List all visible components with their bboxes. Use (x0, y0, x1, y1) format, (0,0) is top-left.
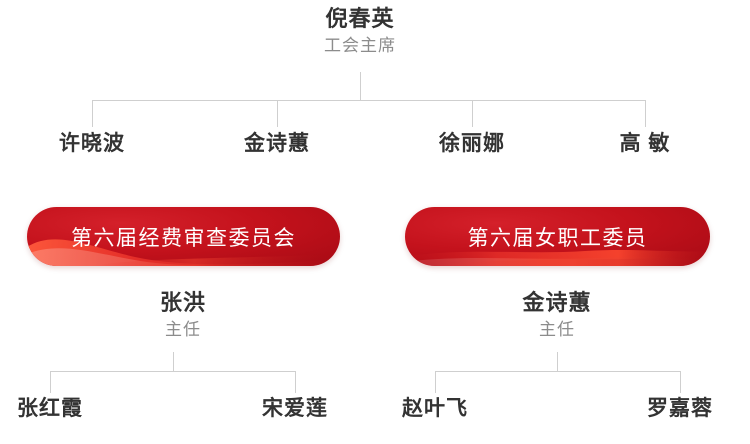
node-chair-finance-name: 张洪 (159, 290, 206, 315)
node-member-finance-2: 宋爱莲 (235, 398, 355, 419)
connector-drop-finance-1 (50, 371, 51, 393)
node-level2-4-name: 高 敏 (619, 132, 671, 155)
node-chair-women-name: 金诗蕙 (522, 290, 592, 315)
connector-root-stem (360, 72, 361, 101)
node-root-title: 工会主席 (324, 36, 396, 55)
connector-women-bus (435, 371, 680, 372)
node-member-women-1: 赵叶飞 (375, 398, 495, 419)
connector-drop-women-2 (680, 371, 681, 393)
node-chair-women-title: 主任 (539, 320, 575, 339)
committee-pill-finance[interactable]: 第六届经费审查委员会 (27, 207, 340, 266)
node-member-finance-2-name: 宋爱莲 (262, 397, 328, 420)
connector-drop-women-1 (435, 371, 436, 393)
node-chair-finance-title: 主任 (165, 320, 201, 339)
node-root: 倪春英 工会主席 (285, 6, 435, 55)
node-level2-2: 金诗蕙 (217, 133, 337, 154)
connector-chair-women-stem (557, 352, 558, 371)
connector-drop-l2-3 (472, 100, 473, 127)
node-member-women-2-name: 罗嘉蓉 (647, 397, 713, 420)
node-level2-2-name: 金诗蕙 (244, 132, 310, 155)
node-level2-3-name: 徐丽娜 (439, 132, 505, 155)
committee-pill-women[interactable]: 第六届女职工委员 (405, 207, 710, 266)
connector-drop-l2-4 (645, 100, 646, 127)
node-member-finance-1-name: 张红霞 (17, 397, 83, 420)
node-chair-women: 金诗蕙 主任 (487, 290, 627, 339)
connector-finance-bus (50, 371, 295, 372)
node-level2-3: 徐丽娜 (412, 133, 532, 154)
node-chair-finance: 张洪 主任 (113, 290, 253, 339)
node-level2-4: 高 敏 (585, 133, 705, 154)
node-level2-1-name: 许晓波 (59, 132, 125, 155)
node-level2-1: 许晓波 (32, 133, 152, 154)
connector-level2-bus (92, 100, 646, 101)
node-member-finance-1: 张红霞 (0, 398, 110, 419)
committee-pill-women-label: 第六届女职工委员 (467, 226, 648, 250)
connector-drop-finance-2 (295, 371, 296, 393)
node-member-women-2: 罗嘉蓉 (620, 398, 740, 419)
connector-drop-l2-2 (277, 100, 278, 127)
committee-pill-finance-label: 第六届经费审查委员会 (71, 226, 296, 250)
node-member-women-1-name: 赵叶飞 (402, 397, 468, 420)
connector-chair-finance-stem (173, 352, 174, 371)
node-root-name: 倪春英 (325, 6, 395, 31)
connector-drop-l2-1 (92, 100, 93, 127)
